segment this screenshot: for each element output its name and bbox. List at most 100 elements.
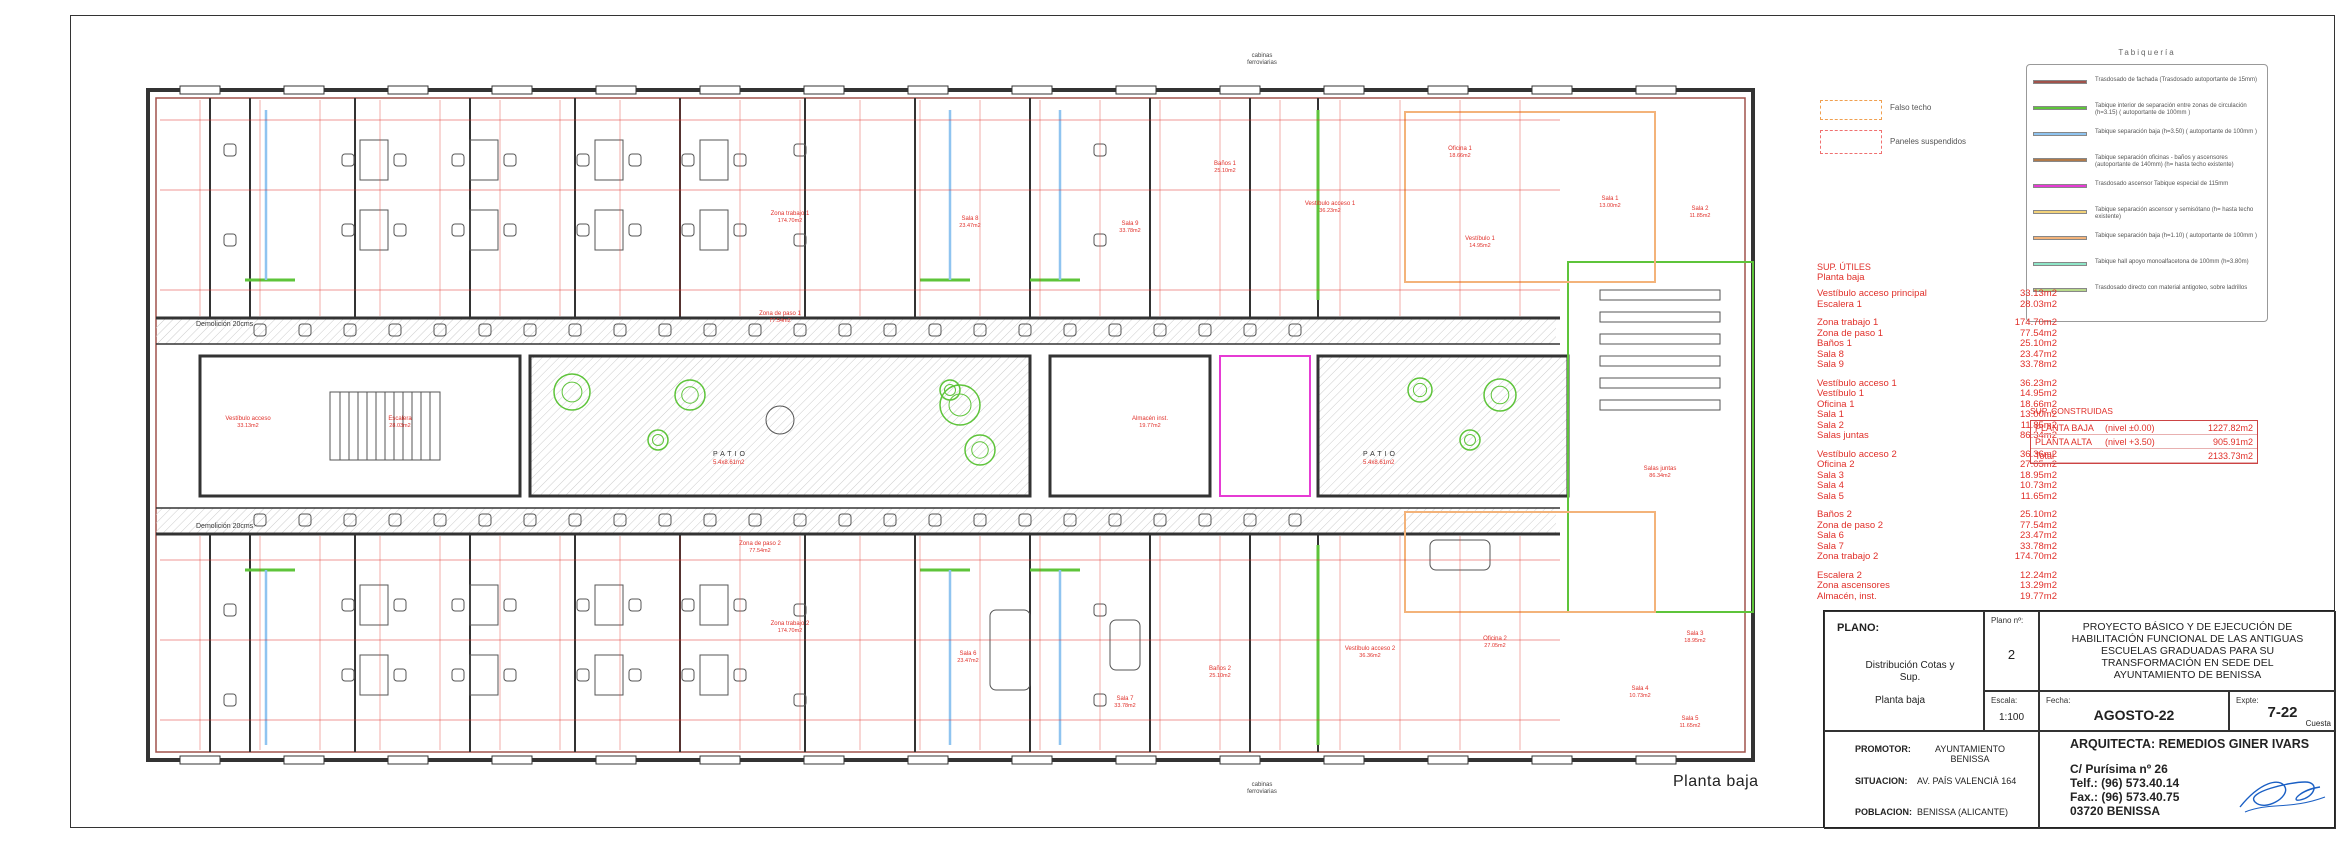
area-name: Sala 9 [1817,359,1844,370]
architect-fax: Fax.: (96) 573.40.75 [2070,790,2180,804]
chair [1198,513,1212,527]
plano-sub: Planta baja [1875,695,1926,706]
chair [388,513,402,527]
chair [703,513,717,527]
chair [298,323,312,337]
false-ceiling-label: Falso techo [1890,103,1932,112]
room-area-sala-3: 18.95m2 [1684,638,1705,644]
chair [388,323,402,337]
area-value: 33.78m2 [2020,359,2057,370]
chair [576,153,590,167]
conference-table [1109,619,1141,671]
chair [1018,513,1032,527]
area-value: 18.66m2 [2020,398,2057,410]
legend-text: Tabique interior de separación entre zon… [2095,103,2247,116]
architect-name: ARQUITECTA: REMEDIOS GINER IVARS [2070,737,2310,751]
area-value: 19.77m2 [2020,590,2057,602]
area-name: Zona de paso 2 [1817,519,1884,531]
scale-label: Escala: [1991,696,2018,705]
chair [393,668,407,682]
chair [341,153,355,167]
stair-outline [329,391,441,461]
area-name: Baños 2 [1817,509,1852,520]
desk [699,209,729,251]
tree [939,379,961,401]
meeting-table-row [1599,377,1721,389]
area-value: 28.03m2 [2020,298,2057,310]
chair [1108,323,1122,337]
area-row: Sala 9 33.78m2 [1817,359,2057,371]
room-label-zona-trabajo-2: Zona trabajo 2 [771,621,810,627]
legend-swatch [2033,262,2087,266]
chair [928,513,942,527]
desk [699,584,729,626]
built-area-heading: SUP. CONSTRUIDAS [2030,406,2113,416]
area-value: 23.47m2 [2020,348,2057,360]
chair [628,153,642,167]
area-name: Zona trabajo 1 [1817,317,1879,328]
legend-swatch [2033,158,2087,162]
room-area-zona-trabajo-1: 174.70m2 [778,218,802,224]
legend-text: Tabique separación baja (h=1.10) ( autop… [2095,233,2257,239]
legend-item: Tabique separación baja (h=3.50) ( autop… [2033,129,2263,136]
desk [359,139,389,181]
plano-cell: PLANO: Distribución Cotas y Sup. Planta … [1824,611,1984,731]
window [1635,85,1677,95]
desk [469,209,499,251]
area-value: 18.95m2 [2020,469,2057,481]
built-area-row: PLANTA ALTA(nivel +3.50)905.91m2 [2031,435,2257,449]
area-name: Zona trabajo 2 [1817,551,1879,562]
plano-number-label: Plano nº: [1991,616,2024,625]
area-value: 27.05m2 [2020,459,2057,470]
room-label-zona-paso-1: Zona de paso 1 [759,311,801,317]
chair [223,693,237,707]
window [387,755,429,765]
window [595,755,637,765]
desk [594,139,624,181]
window [179,85,221,95]
walls-layer [146,85,1755,765]
chair [613,323,627,337]
desk [469,654,499,696]
legend-item: Tabique interior de separación entre zon… [2033,103,2263,117]
elevator-shaft [1219,355,1311,497]
area-name: Zona ascensores [1817,580,1890,591]
room-label-banos-2: Baños 2 [1209,666,1232,672]
area-name: Oficina 1 [1817,398,1855,410]
room-label-sala-7: Sala 7 [1116,696,1134,702]
chair [628,598,642,612]
window [1323,85,1365,95]
tree [652,434,664,446]
window [907,85,949,95]
window [803,755,845,765]
built-area-cell: (nivel +3.50) [2105,436,2155,447]
tree [1483,378,1517,412]
area-row: Almacén, inst.19.77m2 [1817,590,2057,603]
window [699,755,741,765]
room-label-sala-9: Sala 9 [1121,221,1139,227]
chair [628,668,642,682]
chair [703,323,717,337]
chair [503,598,517,612]
room-label-sala-juntas: Salas juntas [1644,466,1677,472]
area-name: Vestíbulo acceso 2 [1817,448,1897,460]
fountain [765,405,795,435]
legend-item: Tabique separación baja (h=1.10) ( autop… [2033,233,2263,240]
chair [973,513,987,527]
room-label-zona-paso-2: Zona de paso 2 [739,541,781,547]
plano-description: Distribución Cotas y Sup. [1865,660,1955,683]
tree [971,441,989,459]
chair [223,603,237,617]
chair [1108,513,1122,527]
scale-value: 1:100 [1998,712,2025,723]
window [1531,85,1573,95]
chair [503,223,517,237]
window [491,755,533,765]
